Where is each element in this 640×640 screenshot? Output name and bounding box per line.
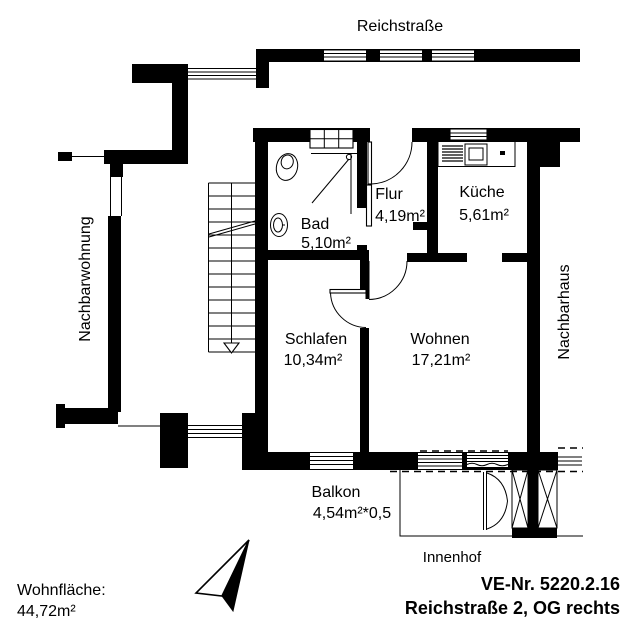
address: Reichstraße 2, OG rechts: [405, 598, 620, 618]
entrance-door-arc: [371, 141, 413, 185]
french-door-icon: [483, 472, 508, 530]
room-name: Küche: [459, 184, 504, 201]
wall-bottom: [242, 452, 558, 470]
room-name: Bad: [301, 216, 329, 233]
footer-right: VE-Nr. 5220.2.16 Reichstraße 2, OG recht…: [405, 574, 620, 618]
footer-left: Wohnfläche: 44,72m²: [17, 582, 106, 620]
balcony: [390, 447, 583, 538]
room-label-wohnen: Wohnen 17,21m²: [410, 331, 471, 369]
balcony-door-icon: [466, 453, 509, 467]
connector-bottom: [118, 413, 244, 468]
street-label: Reichstraße: [357, 18, 443, 35]
room-label-kueche: Küche 5,61m²: [459, 184, 509, 224]
doors: [329, 141, 413, 328]
kitchen-counter: [437, 141, 516, 167]
schlafen-door-leaf: [329, 288, 367, 294]
interior-walls: [266, 142, 540, 452]
wall-segment: [110, 164, 123, 177]
street-wall: [256, 49, 580, 88]
street-window-icon: [432, 50, 474, 61]
wall-separator-right-b: [502, 253, 540, 262]
room-name: Flur: [375, 186, 403, 203]
shower-icon: [311, 153, 357, 214]
wall-flur-stub: [413, 222, 427, 230]
wall-separator-left: [266, 250, 368, 260]
stove-icon: [442, 145, 463, 162]
kitchen-sink-icon: [464, 143, 488, 166]
courtyard-label: Innenhof: [423, 549, 482, 566]
living-area-label: Wohnfläche:: [17, 582, 106, 599]
wall-pillar: [160, 413, 188, 468]
wall-right: [527, 142, 540, 452]
threshold-line: [466, 462, 509, 467]
living-area-value: 44,72m²: [17, 603, 76, 620]
balcony-partition-icon: [511, 469, 558, 538]
kitchen-window-icon: [449, 128, 488, 141]
wall-schlafen-wohnen-bottom: [360, 328, 369, 452]
connector-top: [188, 68, 257, 80]
room-area: 4,54m²*0,5: [313, 505, 391, 522]
wall-separator-right-a: [407, 253, 467, 262]
ve-number: VE-Nr. 5220.2.16: [481, 574, 620, 594]
labels: Reichstraße Nachbarwohnung Nachbarhaus B…: [17, 18, 620, 620]
room-area: 10,34m²: [284, 352, 343, 369]
neighbor-right-label: Nachbarhaus: [556, 264, 573, 359]
room-area: 4,19m²: [375, 208, 425, 225]
entrance-door-leaf: [367, 141, 373, 185]
wohnen-door-arc: [368, 260, 408, 300]
sink-icon: [270, 213, 288, 237]
bathroom-fixtures: [270, 153, 357, 237]
neighbor-balcony-window-icon: [558, 456, 582, 466]
faucet-icon: [500, 151, 505, 155]
kitchen-fixtures: [437, 141, 516, 167]
room-label-schlafen: Schlafen 10,34m²: [284, 331, 347, 369]
glass-brick-window-icon: [309, 128, 354, 149]
schlafen-door-arc: [330, 292, 367, 328]
wall-tick: [56, 404, 65, 428]
room-area: 5,61m²: [459, 207, 509, 224]
stair-arrow-icon: [222, 342, 241, 354]
wall-bad-flur: [357, 142, 367, 208]
wall-segment: [104, 150, 188, 164]
wall-segment: [256, 49, 269, 88]
wall-segment: [60, 408, 118, 424]
wall-schlafen-wohnen-top: [360, 250, 369, 291]
north-arrow-icon: [194, 539, 250, 613]
balcony-outline: [399, 470, 583, 537]
toilet-icon: [275, 153, 299, 181]
room-area: 17,21m²: [412, 352, 471, 369]
street-window-icon: [380, 50, 422, 61]
neighbor-left-label: Nachbarwohnung: [77, 216, 94, 341]
neighbor-left-walls: [56, 64, 188, 428]
room-label-bad: Bad 5,10m²: [301, 216, 352, 252]
entrance-opening: [370, 128, 412, 142]
wall-flur-kueche: [427, 142, 438, 253]
stair-run-line: [208, 220, 256, 235]
bedroom-window-icon: [310, 453, 353, 469]
room-name: Balkon: [312, 484, 361, 501]
room-name: Schlafen: [285, 331, 347, 348]
stairs: [208, 182, 256, 354]
balcony-window-icon: [418, 453, 462, 469]
wohnen-door-leaf: [365, 261, 370, 299]
bad-door-leaf: [365, 184, 373, 227]
wall-left: [255, 128, 268, 418]
room-label-flur: Flur 4,19m²: [375, 186, 425, 225]
stair-run-line: [208, 223, 256, 238]
room-area: 5,10m²: [301, 235, 351, 252]
wall-segment: [132, 64, 188, 83]
street-window-icon: [324, 50, 366, 61]
apartment-outer-walls: [242, 128, 580, 470]
wall-segment: [108, 216, 121, 412]
room-label-balkon: Balkon 4,54m²*0,5: [312, 484, 392, 522]
wall-segment: [172, 83, 188, 153]
room-name: Wohnen: [410, 331, 469, 348]
